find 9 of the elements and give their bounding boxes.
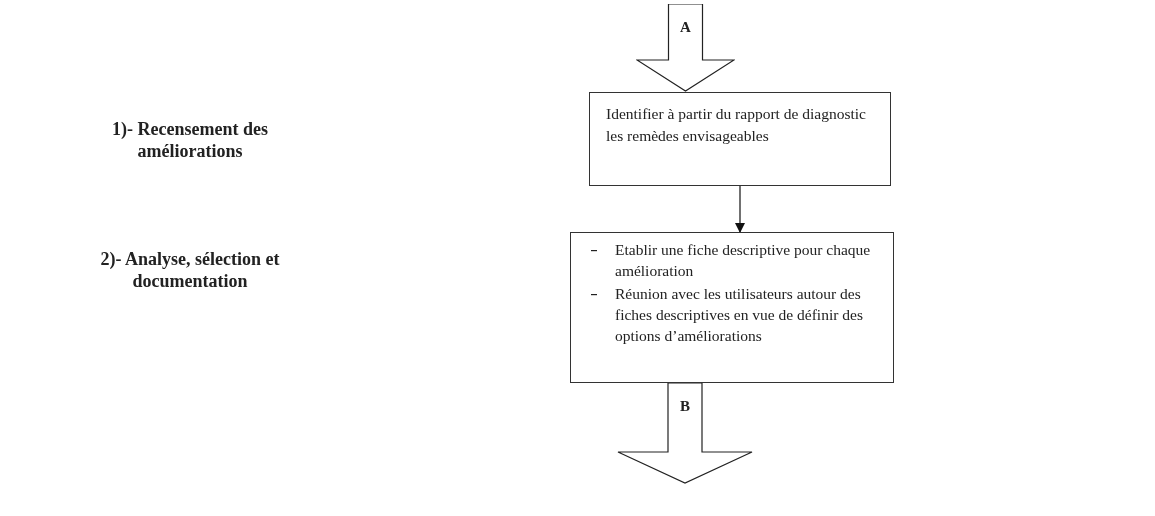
step-heading: 1)- Recensement des améliorations — [111, 118, 269, 162]
process-box: Identifier à partir du rapport de diagnostic les remèdes envisageables — [589, 92, 891, 186]
arrow — [735, 185, 745, 233]
connector-letter: A — [680, 18, 691, 37]
task-text: Réunion avec les utilisateurs autour des fiches descriptives en vue de définir des options d’améliorations — [615, 284, 864, 346]
step-heading: 2)- Analyse, sélection et documentation — [99, 248, 281, 292]
connector-letter: B — [680, 397, 690, 416]
process-box — [570, 232, 894, 383]
task-text: Etablir une fiche descriptive pour chaque amélioration — [615, 240, 872, 281]
